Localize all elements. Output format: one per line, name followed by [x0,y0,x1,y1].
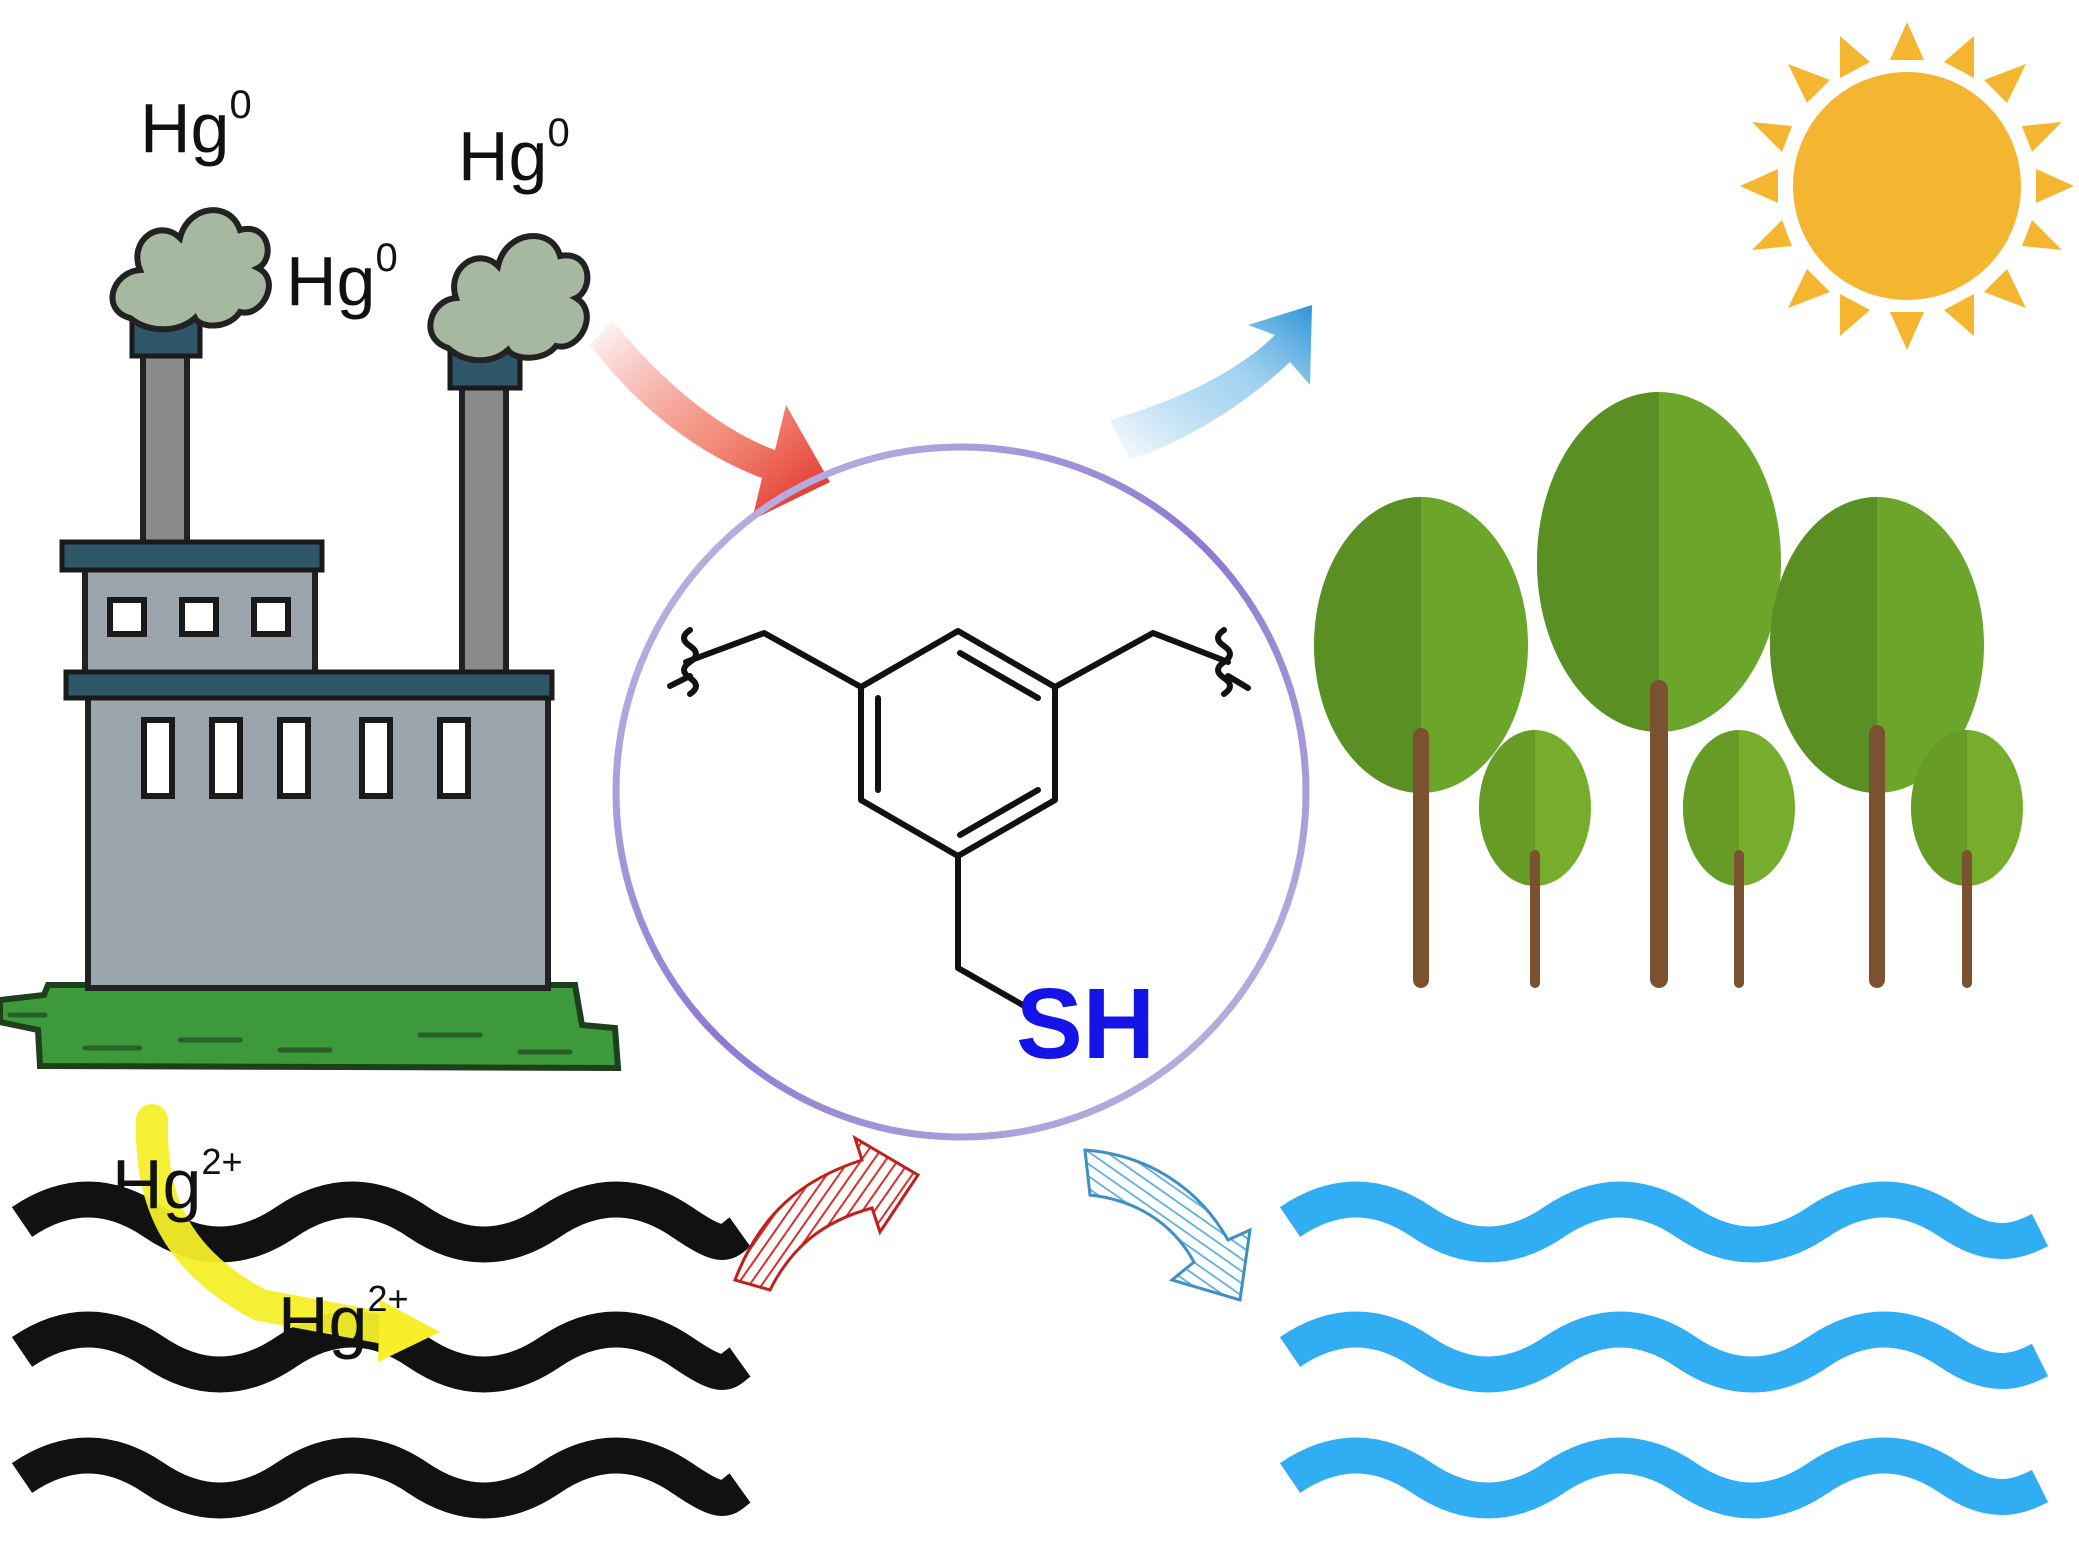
hg0-label-middle: Hg0 [286,236,398,320]
arrow-icon [1083,1148,1252,1302]
hg2-label-upper: Hg2+ [112,1141,243,1223]
thiol-label: SH [1016,968,1155,1080]
tree-icon [1314,392,2023,988]
factory-icon [0,207,622,1072]
grass-base [0,982,622,1072]
sun-icon [1740,22,2074,350]
upper-windows [107,597,291,637]
main-windows [141,717,471,799]
arrow-icon [733,1134,921,1292]
smoke-icon [427,232,591,364]
right-chimney [459,379,509,685]
clean-water-icon [1279,1181,2049,1519]
hg0-label-left: Hg0 [140,83,252,167]
main-roof [63,669,555,701]
mercury-path-arrow [135,1104,411,1346]
hg0-label-right: Hg0 [458,111,570,195]
smoke-icon [109,207,272,333]
mercury-path-arrowhead [378,1300,440,1362]
hg2-label-lower: Hg2+ [278,1278,409,1360]
left-chimney [140,342,190,548]
arrow-icon [590,320,830,520]
ring-icon [612,443,1310,1141]
benzyl-thiol-molecule [667,627,1251,1015]
upper-roof [59,539,325,573]
arrow-icon [1110,305,1312,460]
